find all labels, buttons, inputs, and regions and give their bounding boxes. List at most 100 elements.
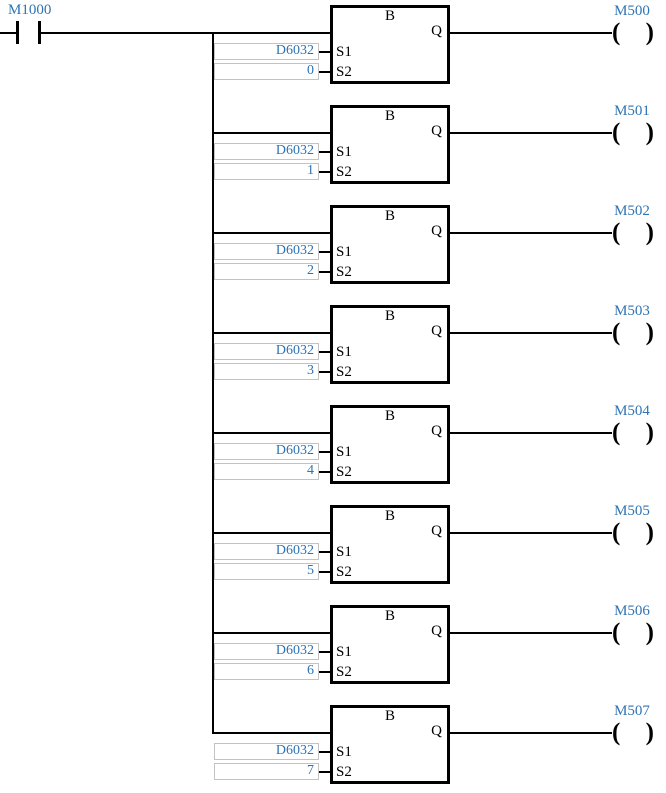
function-block[interactable]: B Q S1 S2	[330, 105, 450, 184]
output-coil-symbol[interactable]: ( )	[612, 319, 654, 347]
coil-device-label[interactable]: M505	[614, 503, 650, 519]
ladder-rung: D6032 6 B Q S1 S2 M506 ( )	[0, 600, 666, 700]
coil-device-label[interactable]: M504	[614, 403, 650, 419]
pin-label-s1: S1	[336, 644, 352, 660]
wire-s2-connector	[319, 371, 330, 373]
operand-s1-value: D6032	[275, 43, 314, 58]
operand-s2-value: 2	[307, 263, 314, 278]
pin-label-s2: S2	[336, 64, 352, 80]
function-block[interactable]: B Q S1 S2	[330, 705, 450, 784]
pin-label-s1: S1	[336, 244, 352, 260]
operand-field-s1[interactable]: D6032	[214, 143, 319, 160]
contact-bar-left	[16, 21, 19, 44]
wire-left-rail-stub	[0, 32, 16, 34]
coil-paren-right: )	[645, 219, 654, 246]
wire-q-output	[450, 532, 612, 534]
wire-s1-connector	[319, 351, 330, 353]
ladder-rung: D6032 4 B Q S1 S2 M504 ( )	[0, 400, 666, 500]
operand-field-s1[interactable]: D6032	[214, 343, 319, 360]
wire-q-output	[450, 132, 612, 134]
pin-label-q: Q	[431, 723, 442, 739]
function-block[interactable]: B Q S1 S2	[330, 5, 450, 84]
operand-field-s2[interactable]: 3	[214, 363, 319, 380]
output-coil-symbol[interactable]: ( )	[612, 19, 654, 47]
coil-device-label[interactable]: M500	[614, 3, 650, 19]
pin-label-s2: S2	[336, 664, 352, 680]
function-block-title: B	[384, 208, 395, 224]
operand-s1-value: D6032	[275, 643, 314, 658]
coil-device-label[interactable]: M507	[614, 703, 650, 719]
output-coil-symbol[interactable]: ( )	[612, 619, 654, 647]
operand-field-s1[interactable]: D6032	[214, 43, 319, 60]
output-coil-symbol[interactable]: ( )	[612, 419, 654, 447]
coil-paren-right: )	[645, 619, 654, 646]
coil-paren-left: (	[612, 419, 621, 446]
output-coil-symbol[interactable]: ( )	[612, 519, 654, 547]
operand-s2-value: 3	[307, 363, 314, 378]
coil-device-label[interactable]: M501	[614, 103, 650, 119]
wire-s1-connector	[319, 151, 330, 153]
coil-paren-left: (	[612, 319, 621, 346]
wire-s1-connector	[319, 651, 330, 653]
operand-field-s2[interactable]: 6	[214, 663, 319, 680]
coil-paren-right: )	[645, 119, 654, 146]
operand-field-s2[interactable]: 4	[214, 463, 319, 480]
function-block[interactable]: B Q S1 S2	[330, 505, 450, 584]
pin-label-s2: S2	[336, 764, 352, 780]
function-block-title: B	[384, 508, 395, 524]
output-coil-symbol[interactable]: ( )	[612, 219, 654, 247]
wire-q-output	[450, 332, 612, 334]
wire-s2-connector	[319, 571, 330, 573]
wire-rail-branch	[212, 132, 330, 134]
coil-paren-right: )	[645, 519, 654, 546]
wire-s1-connector	[319, 551, 330, 553]
function-block-title: B	[384, 308, 395, 324]
operand-s1-value: D6032	[275, 743, 314, 758]
function-block-title: B	[384, 408, 395, 424]
pin-label-s1: S1	[336, 144, 352, 160]
pin-label-s2: S2	[336, 364, 352, 380]
coil-paren-left: (	[612, 519, 621, 546]
wire-s2-connector	[319, 171, 330, 173]
wire-s1-connector	[319, 751, 330, 753]
coil-paren-left: (	[612, 619, 621, 646]
operand-field-s2[interactable]: 1	[214, 163, 319, 180]
wire-q-output	[450, 432, 612, 434]
function-block-title: B	[384, 8, 395, 24]
pin-label-q: Q	[431, 623, 442, 639]
output-coil-symbol[interactable]: ( )	[612, 719, 654, 747]
coil-paren-right: )	[645, 719, 654, 746]
function-block[interactable]: B Q S1 S2	[330, 205, 450, 284]
function-block[interactable]: B Q S1 S2	[330, 405, 450, 484]
operand-field-s1[interactable]: D6032	[214, 243, 319, 260]
pin-label-s1: S1	[336, 444, 352, 460]
wire-rail-branch	[212, 432, 330, 434]
operand-s1-value: D6032	[275, 343, 314, 358]
operand-field-s2[interactable]: 0	[214, 63, 319, 80]
coil-device-label[interactable]: M506	[614, 603, 650, 619]
operand-field-s1[interactable]: D6032	[214, 443, 319, 460]
operand-field-s1[interactable]: D6032	[214, 543, 319, 560]
wire-s2-connector	[319, 471, 330, 473]
function-block-title: B	[384, 108, 395, 124]
function-block[interactable]: B Q S1 S2	[330, 305, 450, 384]
operand-s1-value: D6032	[275, 543, 314, 558]
function-block[interactable]: B Q S1 S2	[330, 605, 450, 684]
pin-label-q: Q	[431, 323, 442, 339]
pin-label-q: Q	[431, 423, 442, 439]
output-coil-symbol[interactable]: ( )	[612, 119, 654, 147]
coil-device-label[interactable]: M502	[614, 203, 650, 219]
operand-field-s2[interactable]: 7	[214, 763, 319, 780]
pin-label-q: Q	[431, 223, 442, 239]
operand-s2-value: 4	[307, 463, 314, 478]
wire-q-output	[450, 32, 612, 34]
operand-field-s1[interactable]: D6032	[214, 643, 319, 660]
wire-main-power	[41, 32, 330, 34]
power-rail-vertical	[212, 32, 214, 734]
operand-field-s2[interactable]: 5	[214, 563, 319, 580]
coil-device-label[interactable]: M503	[614, 303, 650, 319]
pin-label-s2: S2	[336, 464, 352, 480]
operand-field-s1[interactable]: D6032	[214, 743, 319, 760]
operand-field-s2[interactable]: 2	[214, 263, 319, 280]
contact-device-label[interactable]: M1000	[8, 2, 52, 18]
